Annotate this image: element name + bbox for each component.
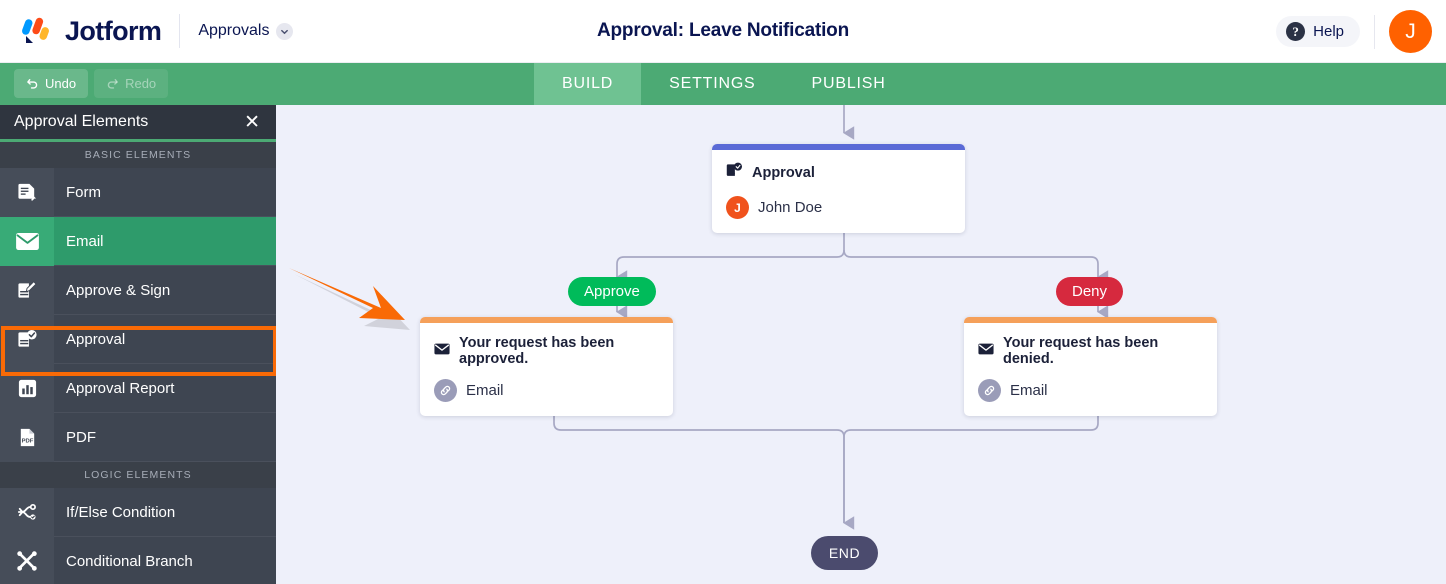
document-check-icon (726, 162, 743, 184)
approval-assignee-name: John Doe (758, 199, 823, 216)
approval-elements-sidebar: Approval Elements ✕ BASIC ELEMENTS Form … (0, 105, 276, 584)
approved-email-body: Your request has been approved. Email (420, 323, 673, 416)
top-header: Jotform Approvals Approval: Leave Notifi… (0, 0, 1446, 63)
approve-branch-label[interactable]: Approve (568, 277, 656, 306)
header-right-divider (1374, 14, 1375, 49)
jotform-logo-icon (20, 14, 54, 48)
link-chain-icon (434, 379, 457, 402)
header-divider (179, 14, 181, 48)
redo-label: Redo (125, 76, 157, 91)
orange-pointer-arrow-icon (286, 260, 421, 340)
deny-branch-label[interactable]: Deny (1056, 277, 1124, 306)
svg-text:PDF: PDF (21, 438, 33, 444)
sidebar-item-label: Form (66, 183, 101, 201)
undo-redo-group: Undo Redo (14, 69, 169, 98)
chevron-down-icon (276, 22, 294, 40)
sidebar-item-form[interactable]: Form (0, 167, 276, 217)
bar-chart-icon (0, 363, 54, 413)
sidebar-item-label: Approval (66, 330, 126, 348)
close-icon[interactable]: ✕ (244, 111, 260, 133)
builder-tabs: BUILD SETTINGS PUBLISH (534, 63, 914, 105)
sidebar-item-label: Email (66, 232, 104, 250)
if-else-branch-icon (0, 487, 54, 537)
tab-publish[interactable]: PUBLISH (811, 75, 886, 92)
sidebar-item-conditional-branch[interactable]: Conditional Branch (0, 536, 276, 584)
section-label-logic-elements: LOGIC ELEMENTS (0, 462, 276, 488)
approved-email-accent (420, 317, 673, 323)
sidebar-item-approve-and-sign[interactable]: Approve & Sign (0, 265, 276, 315)
workspace-label: Approvals (198, 22, 270, 39)
sidebar-item-label: PDF (66, 428, 96, 446)
redo-arrow-icon (106, 76, 119, 92)
document-check-icon (0, 314, 54, 364)
denied-email-card[interactable]: Your request has been denied. Email (964, 317, 1217, 416)
green-toolbar: Undo Redo BUILD SETTINGS PUBLISH (0, 63, 1446, 105)
assignee-avatar: J (726, 196, 749, 219)
envelope-icon (978, 342, 994, 360)
header-right-actions: ? Help J (1276, 0, 1432, 63)
denied-email-type-label: Email (1010, 382, 1048, 399)
link-chain-icon (978, 379, 1001, 402)
help-button[interactable]: ? Help (1276, 16, 1360, 47)
sidebar-item-label: If/Else Condition (66, 503, 176, 521)
denied-email-title-row: Your request has been denied. (978, 335, 1203, 367)
pdf-file-icon: PDF (0, 412, 54, 462)
form-document-icon (0, 167, 54, 217)
section-label-basic-elements: BASIC ELEMENTS (0, 142, 276, 168)
approval-card-title: Approval (752, 165, 815, 181)
end-node[interactable]: END (811, 536, 878, 570)
sidebar-item-pdf[interactable]: PDF PDF (0, 412, 276, 462)
brand-name: Jotform (65, 15, 162, 46)
workspace-selector[interactable]: Approvals (198, 22, 294, 40)
sidebar-item-label: Approval Report (66, 379, 175, 397)
approval-node[interactable]: Approval J John Doe (712, 144, 965, 233)
sidebar-item-label: Conditional Branch (66, 552, 193, 570)
approved-email-type-row: Email (434, 379, 659, 402)
approval-card-accent (712, 144, 965, 150)
sidebar-item-label: Approve & Sign (66, 281, 171, 299)
help-label: Help (1313, 23, 1344, 40)
denied-email-type-row: Email (978, 379, 1203, 402)
tab-settings[interactable]: SETTINGS (669, 75, 756, 92)
sidebar-header: Approval Elements ✕ (0, 105, 276, 142)
flow-connectors (553, 105, 1109, 530)
approved-email-title: Your request has been approved. (459, 335, 615, 367)
sidebar-title: Approval Elements (14, 113, 149, 130)
denied-email-node[interactable]: Your request has been denied. Email (964, 317, 1217, 416)
envelope-icon (0, 216, 54, 266)
workflow-canvas[interactable]: Approval J John Doe Approve Deny (276, 105, 1446, 584)
undo-label: Undo (45, 76, 77, 91)
sidebar-item-if-else-condition[interactable]: If/Else Condition (0, 487, 276, 537)
question-mark-circle-icon: ? (1286, 22, 1306, 41)
approval-assignee-row: J John Doe (726, 196, 951, 219)
conditional-branch-icon (0, 536, 54, 584)
denied-email-accent (964, 317, 1217, 323)
avatar[interactable]: J (1389, 10, 1432, 53)
approved-email-card[interactable]: Your request has been approved. Email (420, 317, 673, 416)
approved-email-node[interactable]: Your request has been approved. Email (420, 317, 673, 416)
denied-email-body: Your request has been denied. Email (964, 323, 1217, 416)
denied-email-title: Your request has been denied. (1003, 335, 1159, 367)
sidebar-item-approval[interactable]: Approval (0, 314, 276, 364)
envelope-icon (434, 342, 450, 360)
sidebar-item-email[interactable]: Email (0, 216, 276, 266)
approved-email-type-label: Email (466, 382, 504, 399)
document-pen-icon (0, 265, 54, 315)
sidebar-item-approval-report[interactable]: Approval Report (0, 363, 276, 413)
tab-build[interactable]: BUILD (534, 63, 642, 105)
brand-area[interactable]: Jotform (0, 14, 162, 48)
redo-button[interactable]: Redo (94, 69, 169, 98)
approval-card-body: Approval J John Doe (712, 150, 965, 233)
approval-card[interactable]: Approval J John Doe (712, 144, 965, 233)
approval-card-title-row: Approval (726, 162, 951, 184)
undo-arrow-icon (26, 76, 39, 92)
approved-email-title-row: Your request has been approved. (434, 335, 659, 367)
undo-button[interactable]: Undo (14, 69, 89, 98)
